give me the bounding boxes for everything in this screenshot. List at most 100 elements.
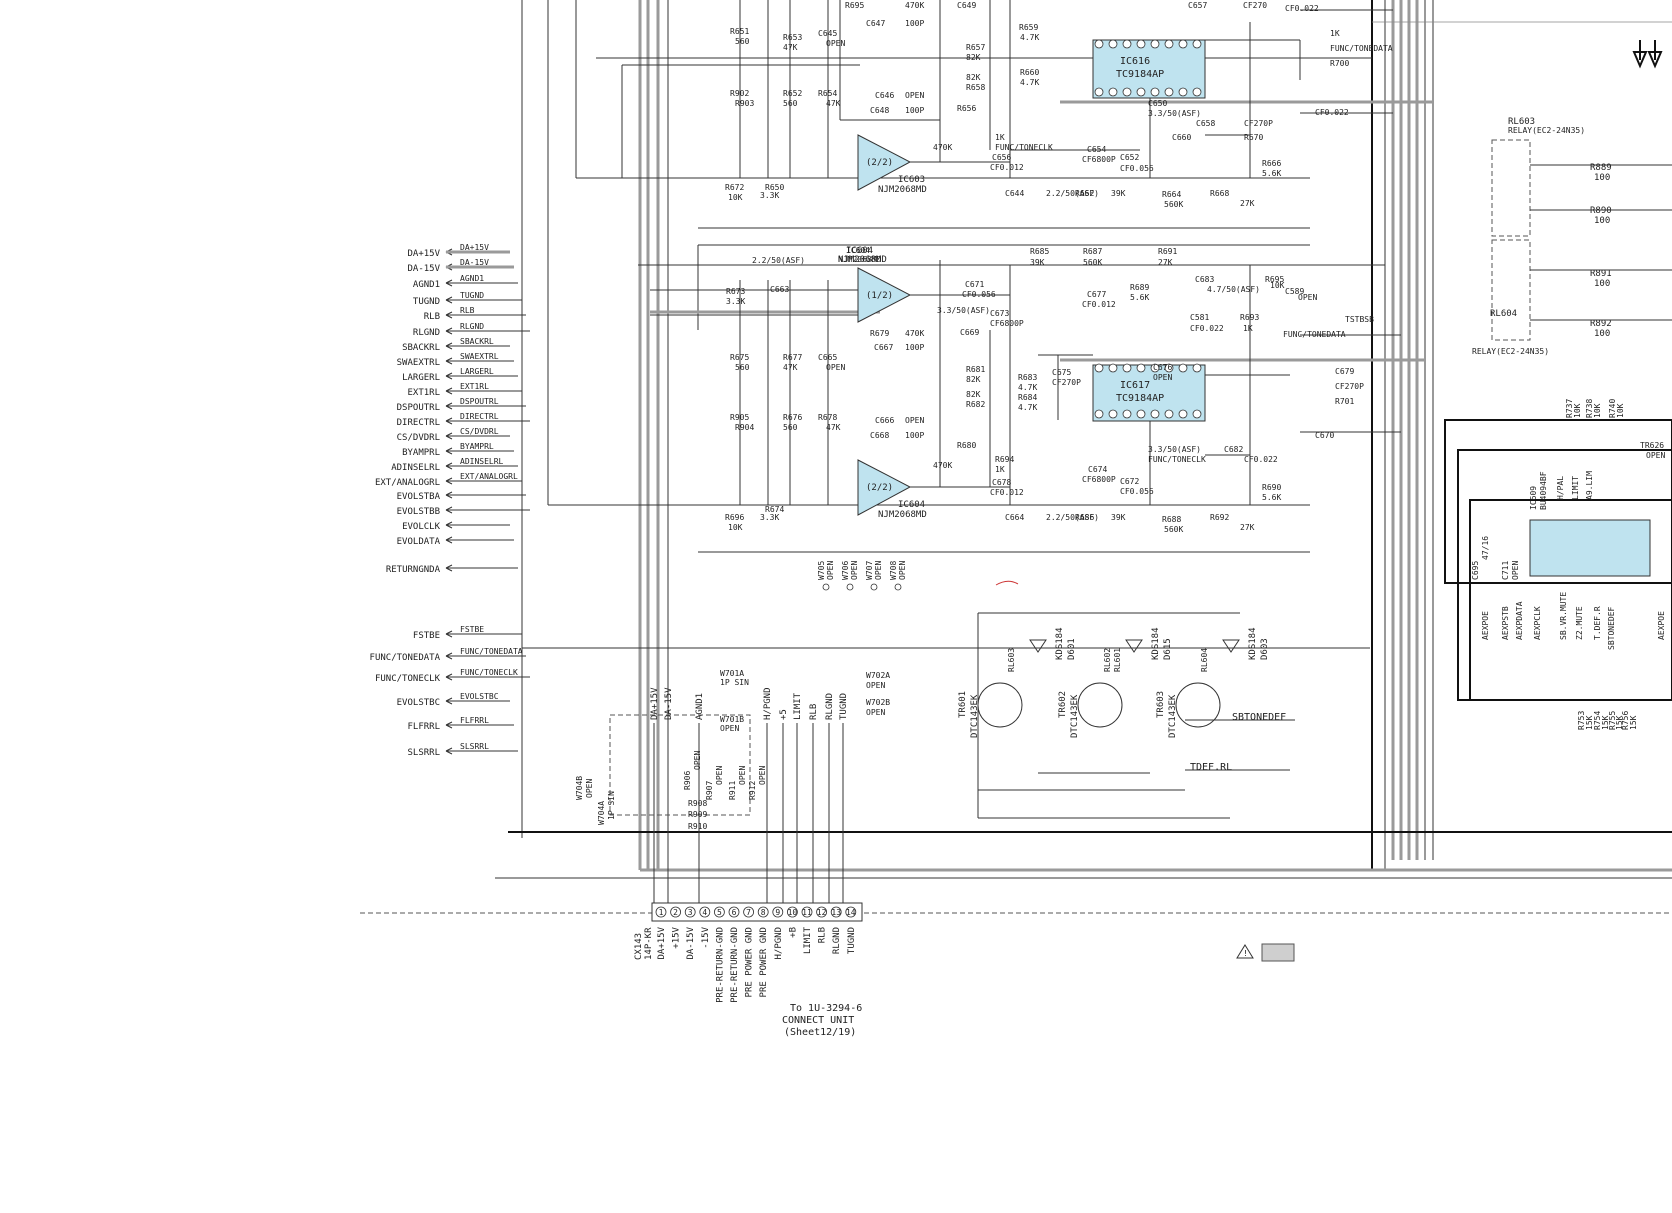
connector-ref: CX143 xyxy=(634,933,644,960)
connector-dest-line3: (Sheet12/19) xyxy=(784,1027,856,1038)
lower-label-31: TSTBSB xyxy=(1345,315,1374,324)
upper-label-31: C646 xyxy=(875,91,894,100)
lower-label-97: 27K xyxy=(1240,523,1255,532)
lower-label-67: C668 xyxy=(870,431,889,440)
jumper-1-ref: W706 xyxy=(841,561,850,580)
lower-label-3: R685 xyxy=(1030,247,1049,256)
signal-wire-label-21: FSTBE xyxy=(460,625,484,634)
lower-label-47: R682 xyxy=(966,400,985,409)
right-label-28: R756 xyxy=(1621,711,1630,730)
right-label-25: R753 xyxy=(1577,711,1586,730)
bus-label-6: RLB xyxy=(809,704,819,720)
ic617-part: TC9184AP xyxy=(1116,393,1164,404)
small-part-11: OPEN xyxy=(758,766,767,785)
upper-label-49: CF0.012 xyxy=(990,163,1024,172)
right-label-2: R738 xyxy=(1585,399,1594,418)
right-label-17: AEXPOE xyxy=(1481,611,1490,640)
upper-label-13: 82K xyxy=(966,73,981,82)
connector-pin-number-0: 1 xyxy=(659,908,664,917)
upper-label-40: CF270P xyxy=(1244,119,1273,128)
connector-pin-number-1: 2 xyxy=(673,908,678,917)
lower-label-69: R680 xyxy=(957,441,976,450)
arrow-down-icon xyxy=(1632,40,1648,69)
lower-label-56: C679 xyxy=(1335,367,1354,376)
jumper-pad-icon-2 xyxy=(870,583,878,591)
lower-label-23: 5.6K xyxy=(1130,293,1149,302)
upper-label-50: C652 xyxy=(1120,153,1139,162)
lower-label-30: 1K xyxy=(1243,324,1253,333)
diode-0-rl: RL603 xyxy=(1007,648,1016,672)
upper-channel: IC616 TC9184AP (2/2) IC603 NJM2068MD xyxy=(621,0,1301,195)
lower-channel: IC617 TC9184AP (1/2) IC604 NJM2068MD (2/… xyxy=(739,246,1290,520)
lower-label-27: C581 xyxy=(1190,313,1209,322)
upper-label-4: C649 xyxy=(957,1,976,10)
upper-label-64: R668 xyxy=(1210,189,1229,198)
signal-label-8: LARGERL xyxy=(402,373,440,383)
signal-label-13: BYAMPRL xyxy=(402,448,440,458)
diode-2-ref: D603 xyxy=(1260,638,1270,660)
signal-wire-label-4: RLB xyxy=(460,306,475,315)
connector-type: 14P-KR xyxy=(644,927,654,960)
small-part-18: OPEN xyxy=(866,708,885,717)
right-label-20: AEXPCLK xyxy=(1533,606,1542,640)
diode-0-part: KDS184 xyxy=(1055,627,1065,660)
upper-label-25: R902 xyxy=(730,89,749,98)
signal-wire-label-11: DIRECTRL xyxy=(460,412,499,421)
opamp-ic604a-part: NJM2068MD xyxy=(838,255,887,265)
upper-label-21: CF0.022 xyxy=(1285,4,1319,13)
connector-pin-11 xyxy=(816,906,827,918)
lower-label-66: OPEN xyxy=(905,416,924,425)
connector-pin-0 xyxy=(655,906,667,918)
connector-pin-number-12: 13 xyxy=(831,908,841,917)
connector-pin-label-11: RLB xyxy=(818,927,828,943)
bus-frame xyxy=(495,0,1672,879)
right-label-16: OPEN xyxy=(1511,561,1520,580)
relay-r889: R889 xyxy=(1590,163,1612,173)
right-label-29: 15K xyxy=(1585,715,1594,730)
connector-pin-number-9: 10 xyxy=(788,908,798,917)
upper-label-16: 4.7K xyxy=(1020,33,1039,42)
lower-label-19: CF0.056 xyxy=(962,290,996,299)
signal-label-1: DA-15V xyxy=(407,264,440,274)
ic617-ref: IC617 xyxy=(1120,380,1150,391)
right-label-13: C695 xyxy=(1471,561,1480,580)
signal-label-6: SBACKRL xyxy=(402,343,440,353)
lower-label-29: CF0.022 xyxy=(1190,324,1224,333)
connector-pin-label-4: PRE-RETURN-GND xyxy=(715,927,725,1003)
annotation-mark xyxy=(995,580,1019,586)
small-part-6: R907 xyxy=(705,781,714,800)
connector-pin-1 xyxy=(670,906,681,918)
upper-label-58: C644 xyxy=(1005,189,1024,198)
connector-pin-label-5: PRE-RETURN-GND xyxy=(730,927,740,1003)
lower-label-46: 82K xyxy=(966,390,981,399)
lower-label-16: 3.3K xyxy=(726,297,745,306)
lower-label-12: 10K xyxy=(1270,281,1285,290)
jumper-2-ref: W707 xyxy=(865,561,874,580)
upper-label-9: C645 xyxy=(818,29,837,38)
signal-wire-label-24: EVOLSTBC xyxy=(460,692,499,701)
lower-label-44: R681 xyxy=(966,365,985,374)
lower-label-41: 47K xyxy=(783,363,798,372)
lower-label-95: 560K xyxy=(1164,525,1183,534)
signal-label-26: SLSRRL xyxy=(407,748,440,758)
connector-pin-5 xyxy=(728,906,740,918)
signal-wire-label-0: DA+15V xyxy=(460,243,489,252)
signal-wire-label-12: CS/DVDRL xyxy=(460,427,499,436)
signal-label-23: FUNC/TONECLK xyxy=(375,674,441,684)
lower-label-88: R674 xyxy=(765,505,784,514)
right-label-9: BU4094BF xyxy=(1539,471,1548,510)
upper-label-56: R650 xyxy=(765,183,784,192)
relay-rl603-part: RELAY(EC2-24N35) xyxy=(1508,126,1585,135)
lower-label-1: NJM2068MD xyxy=(838,255,882,264)
upper-label-15: R659 xyxy=(1019,23,1038,32)
connector-pin-12 xyxy=(830,906,842,918)
connector-pin-6 xyxy=(743,906,754,918)
diode-1-part: KDS184 xyxy=(1151,627,1161,660)
transistor-0-part: DTC143EK xyxy=(970,694,980,738)
right-label-15: C711 xyxy=(1501,561,1510,580)
connector-pin-label-1: +15V xyxy=(672,926,682,948)
connector-pin-number-4: 5 xyxy=(717,908,722,917)
opamp-ic604b xyxy=(857,459,912,516)
